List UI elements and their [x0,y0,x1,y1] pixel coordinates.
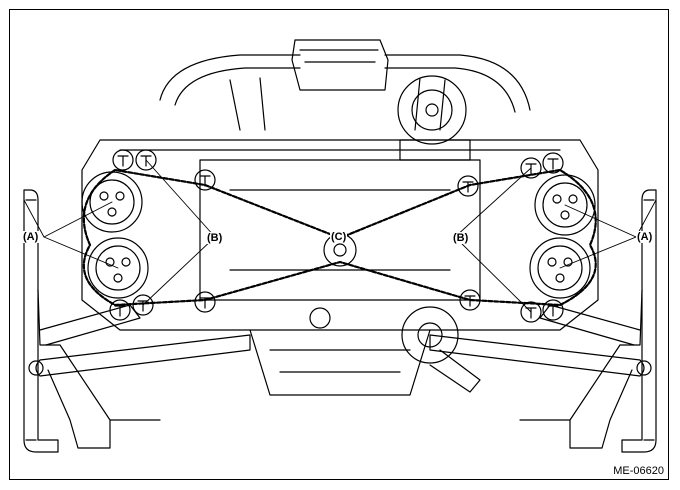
callout-a-left: (A) [22,231,40,243]
leader-lines [23,159,657,313]
figure-id: ME-06620 [613,465,664,477]
timing-chain [82,168,597,307]
intake-manifold [159,39,531,161]
left-cam-sprockets [81,171,149,299]
figure-frame [9,9,669,480]
right-cam-sprockets [529,174,596,299]
callout-b-left: (B) [206,232,224,244]
callout-a-right: (A) [636,231,654,243]
left-holder-tool [23,189,251,453]
callout-b-right: (B) [452,232,470,244]
timing-marks [109,149,564,323]
right-holder-tool [429,189,657,453]
engine-block [81,139,599,396]
callout-c-center: (C) [330,231,348,243]
